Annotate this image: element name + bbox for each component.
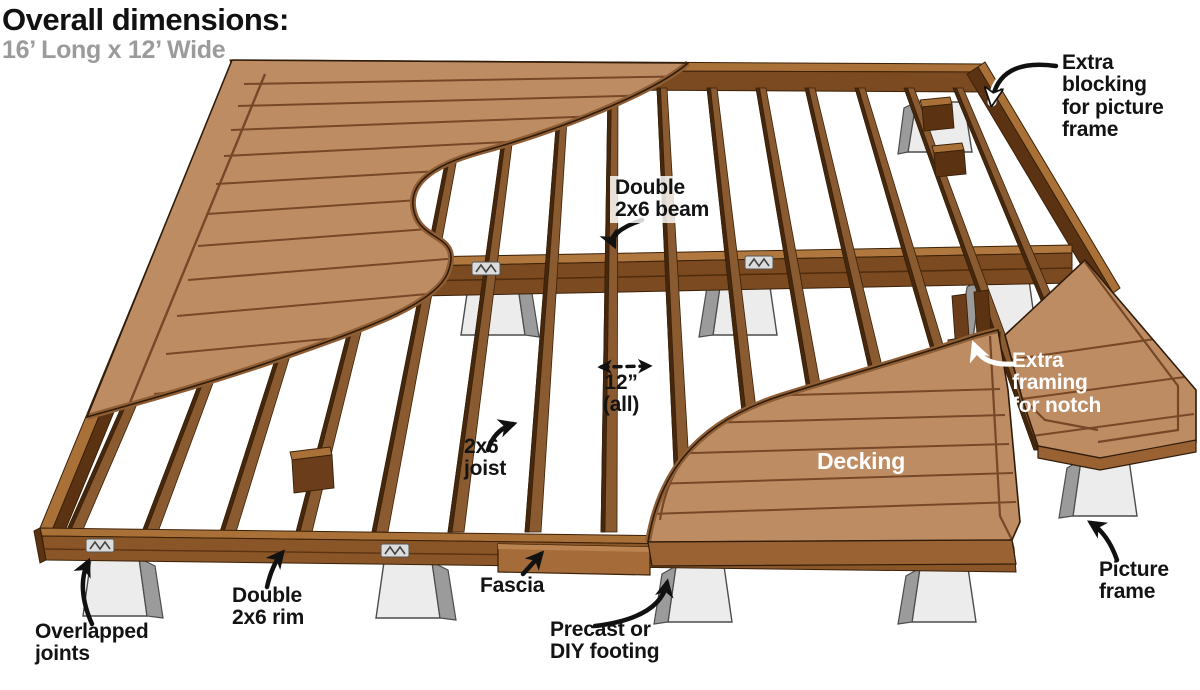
page-subtitle: 16’ Long x 12’ Wide xyxy=(2,36,226,64)
annotations xyxy=(73,60,1120,629)
overlapped-arrow xyxy=(73,557,95,627)
label-double-beam: Double 2x6 beam xyxy=(610,176,715,223)
label-picture-frame: Picture frame xyxy=(1099,558,1169,604)
extra-blocking xyxy=(919,96,967,178)
label-joist: 2x6 joist xyxy=(464,435,507,481)
decking-bottom-right xyxy=(645,327,1021,567)
double-rim-arrow xyxy=(264,549,286,590)
label-extra-blocking: Extra blocking for picture frame xyxy=(1062,51,1164,142)
label-double-rim: Double 2x6 rim xyxy=(232,584,305,630)
spacing-dimension-line xyxy=(597,358,653,375)
extra-blocking-arrow xyxy=(992,62,1059,102)
joist-bracket xyxy=(85,255,774,558)
label-extra-framing: Extra framing for notch xyxy=(1012,349,1102,417)
label-spacing: 12” (all) xyxy=(602,371,640,417)
extra-framing-arrow xyxy=(969,340,1015,367)
page-title: Overall dimensions: xyxy=(2,2,289,37)
fascia-arrow xyxy=(520,550,545,577)
label-fascia: Fascia xyxy=(480,574,545,597)
label-footing: Precast or DIY footing xyxy=(550,618,660,664)
fascia xyxy=(497,543,651,576)
footing-arrow xyxy=(592,578,674,629)
wing-edge xyxy=(1037,439,1197,471)
label-overlapped: Overlapped joints xyxy=(35,620,149,666)
joist-arrow xyxy=(485,419,518,453)
overlap-blocking xyxy=(289,446,335,494)
picture-frame-arrow xyxy=(1087,520,1120,563)
label-decking: Decking xyxy=(817,448,906,474)
decking-edge xyxy=(647,539,1017,567)
decking-notch-wing xyxy=(1004,258,1197,471)
